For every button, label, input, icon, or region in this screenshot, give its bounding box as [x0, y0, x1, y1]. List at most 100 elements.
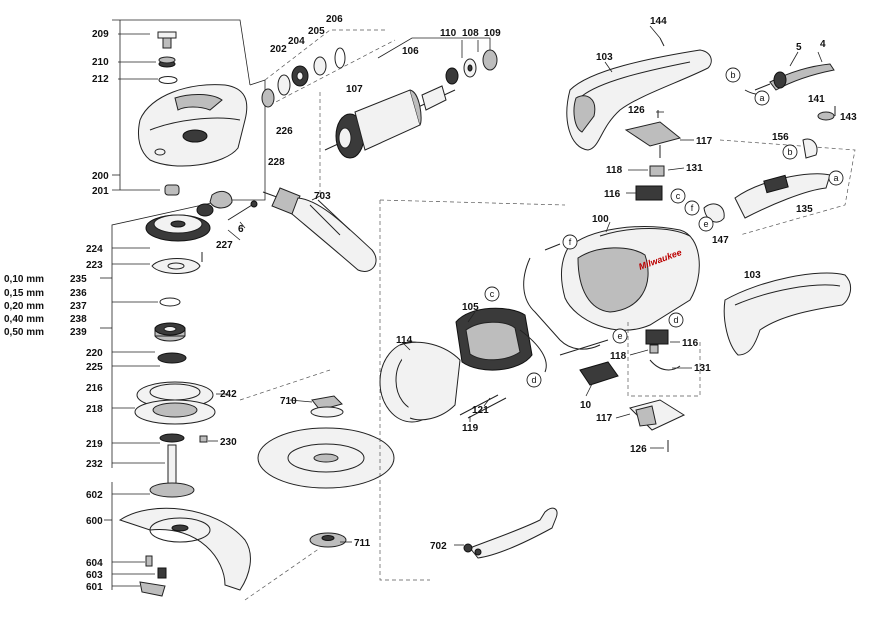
motor-housing: Milwaukee [379, 199, 700, 581]
part-label-144: 144 [650, 16, 667, 27]
part-label-206: 206 [326, 14, 343, 25]
shim-size-236: 0,15 mm [4, 288, 44, 299]
svg-text:a: a [759, 93, 764, 103]
part-label-600: 600 [86, 516, 103, 527]
part-label-143: 143 [840, 112, 857, 123]
svg-text:c: c [676, 191, 681, 201]
svg-text:d: d [531, 375, 536, 385]
disc-and-flanges [239, 369, 395, 601]
spanner-wrench [463, 507, 558, 559]
armature-assembly [261, 29, 498, 195]
part-label-702: 702 [430, 541, 447, 552]
part-label-604: 604 [86, 558, 103, 569]
shim-part-236: 236 [70, 288, 87, 299]
svg-text:f: f [691, 203, 694, 213]
part-label-156: 156 [772, 132, 789, 143]
callout-letter-b-right: b [782, 144, 798, 160]
callout-letter-a-top: a [754, 90, 770, 106]
part-label-109: 109 [484, 28, 501, 39]
svg-text:d: d [673, 315, 678, 325]
svg-text:c: c [490, 289, 495, 299]
part-label-114: 114 [396, 335, 413, 346]
part-label-131-lower: 131 [694, 363, 711, 374]
part-label-209: 209 [92, 29, 109, 40]
part-label-711: 711 [354, 538, 371, 549]
shim-part-237: 237 [70, 301, 87, 312]
part-label-205: 205 [308, 26, 325, 37]
part-label-200: 200 [92, 171, 109, 182]
part-label-141: 141 [808, 94, 825, 105]
part-label-601: 601 [86, 582, 103, 593]
part-label-131-upper: 131 [686, 163, 703, 174]
side-handle [262, 187, 377, 272]
part-label-219: 219 [86, 439, 103, 450]
shim-part-239: 239 [70, 327, 87, 338]
part-label-602: 602 [86, 490, 103, 501]
part-label-107: 107 [346, 84, 363, 95]
callout-letters: b a b a c f e f c d e d [484, 67, 844, 388]
part-label-703: 703 [314, 191, 331, 202]
part-label-218: 218 [86, 404, 103, 415]
part-label-103-upper: 103 [596, 52, 613, 63]
shim-part-238: 238 [70, 314, 87, 325]
part-label-5: 5 [796, 42, 802, 53]
callout-letter-e-upper: e [698, 216, 714, 232]
part-label-210: 210 [92, 57, 109, 68]
part-label-228: 228 [268, 157, 285, 168]
part-label-6: 6 [238, 224, 244, 235]
part-label-10: 10 [580, 400, 592, 411]
gear-head-assembly [111, 19, 266, 597]
shim-size-239: 0,50 mm [4, 327, 44, 338]
part-label-105: 105 [462, 302, 479, 313]
part-label-118-upper: 118 [606, 165, 623, 176]
callout-letter-c-wire: c [484, 286, 500, 302]
part-label-118-lower: 118 [610, 351, 627, 362]
callout-letter-e-wire: e [612, 328, 628, 344]
part-label-108: 108 [462, 28, 479, 39]
part-label-106: 106 [402, 46, 419, 57]
part-label-103-lower: 103 [744, 270, 761, 281]
callout-letter-c-upper: c [670, 188, 686, 204]
part-label-116-lower: 116 [682, 338, 699, 349]
part-label-147: 147 [712, 235, 729, 246]
svg-text:e: e [703, 219, 708, 229]
callout-letter-b-top: b [725, 67, 741, 83]
part-label-119: 119 [462, 423, 479, 434]
svg-text:b: b [787, 147, 792, 157]
part-label-232: 232 [86, 459, 103, 470]
callout-letter-f-upper: f [684, 200, 700, 216]
part-label-224: 224 [86, 244, 103, 255]
part-label-242: 242 [220, 389, 237, 400]
shim-part-235: 235 [70, 274, 87, 285]
part-label-117-upper: 117 [696, 136, 713, 147]
shim-size-table: 0,10 mm 235 0,15 mm 236 0,20 mm 237 0,40… [4, 274, 87, 338]
callout-letter-d-wire: d [526, 372, 542, 388]
svg-text:f: f [569, 237, 572, 247]
callout-letter-a-right: a [828, 170, 844, 186]
part-label-226: 226 [276, 126, 293, 137]
shim-size-237: 0,20 mm [4, 301, 44, 312]
part-label-110: 110 [440, 28, 457, 39]
part-label-201: 201 [92, 186, 109, 197]
part-label-710: 710 [280, 396, 297, 407]
part-label-116-upper: 116 [604, 189, 621, 200]
part-label-603: 603 [86, 570, 103, 581]
part-label-220: 220 [86, 348, 103, 359]
part-label-216: 216 [86, 383, 103, 394]
part-label-227: 227 [216, 240, 233, 251]
part-label-117-lower: 117 [596, 413, 613, 424]
part-label-126-upper: 126 [628, 105, 645, 116]
svg-text:e: e [617, 331, 622, 341]
svg-text:a: a [833, 173, 838, 183]
part-label-100: 100 [592, 214, 609, 225]
callout-letter-d-lower: d [668, 312, 684, 328]
part-label-230: 230 [220, 437, 237, 448]
rear-handle-assembly [566, 37, 856, 452]
part-label-202: 202 [270, 44, 287, 55]
part-label-225: 225 [86, 362, 103, 373]
part-number-labels: 209 210 212 200 201 206 205 204 202 226 … [4, 14, 857, 593]
svg-text:b: b [730, 70, 735, 80]
part-label-204: 204 [288, 36, 305, 47]
part-label-212: 212 [92, 74, 109, 85]
callout-letter-f-wire: f [562, 234, 578, 250]
